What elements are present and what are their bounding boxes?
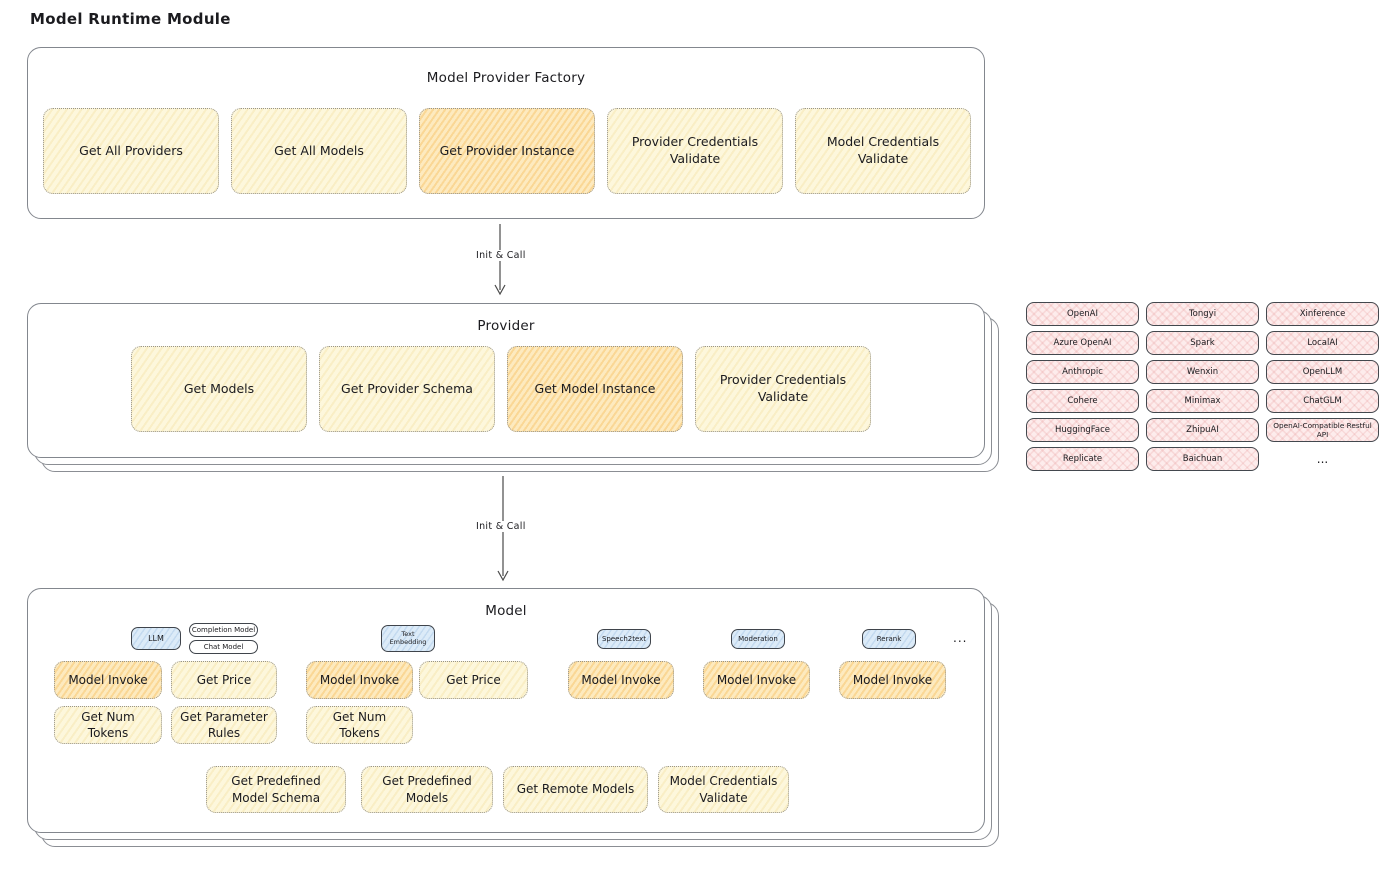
op-box-model-invoke-moderation: Model Invoke <box>703 661 810 699</box>
op-box-model-invoke-rerank: Model Invoke <box>839 661 946 699</box>
op-box-get-price-embedding: Get Price <box>419 661 528 699</box>
op-box-model-invoke-llm: Model Invoke <box>54 661 162 699</box>
provider-name-anthropic: Anthropic <box>1026 360 1139 384</box>
op-box-get-remote-models: Get Remote Models <box>503 766 648 813</box>
op-box-get-num-tokens-embedding: Get Num Tokens <box>306 706 413 744</box>
provider-name-openllm: OpenLLM <box>1266 360 1379 384</box>
provider-name-baichuan: Baichuan <box>1146 447 1259 471</box>
tag-moderation: Moderation <box>731 629 785 649</box>
op-box-get-all-models: Get All Models <box>231 108 407 194</box>
op-box-model-invoke-speech2text: Model Invoke <box>568 661 674 699</box>
tag-text-embedding: Text Embedding <box>381 625 435 652</box>
provider-name-xinference: Xinference <box>1266 302 1379 326</box>
op-box-model-credentials-validate-2: Model Credentials Validate <box>658 766 789 813</box>
provider-name-openai-compatible: OpenAI-Compatible Restful API <box>1266 418 1379 442</box>
model-panel-title: Model <box>485 603 527 619</box>
tag-llm: LLM <box>131 627 181 650</box>
provider-name-replicate: Replicate <box>1026 447 1139 471</box>
tag-completion-model: Completion Model <box>189 623 258 637</box>
page-title: Model Runtime Module <box>30 10 231 28</box>
op-box-get-models: Get Models <box>131 346 307 432</box>
provider-name-tongyi: Tongyi <box>1146 302 1259 326</box>
op-box-get-model-instance: Get Model Instance <box>507 346 683 432</box>
op-box-get-provider-instance: Get Provider Instance <box>419 108 595 194</box>
provider-names-more: ... <box>1316 452 1329 466</box>
tag-rerank: Rerank <box>862 629 916 649</box>
provider-name-huggingface: HuggingFace <box>1026 418 1139 442</box>
provider-name-zhipuai: ZhipuAI <box>1146 418 1259 442</box>
tag-speech2text: Speech2text <box>597 629 651 649</box>
op-box-get-predefined-models: Get Predefined Models <box>361 766 493 813</box>
provider-name-chatglm: ChatGLM <box>1266 389 1379 413</box>
model-tags-more: ... <box>953 631 968 645</box>
op-box-get-all-providers: Get All Providers <box>43 108 219 194</box>
op-box-provider-credentials-validate: Provider Credentials Validate <box>607 108 783 194</box>
factory-panel: Model Provider Factory Get All Providers… <box>27 47 985 219</box>
op-box-get-num-tokens-llm: Get Num Tokens <box>54 706 162 744</box>
provider-name-azure-openai: Azure OpenAI <box>1026 331 1139 355</box>
op-box-get-predefined-model-schema: Get Predefined Model Schema <box>206 766 346 813</box>
provider-name-cohere: Cohere <box>1026 389 1139 413</box>
provider-name-spark: Spark <box>1146 331 1259 355</box>
op-box-get-provider-schema: Get Provider Schema <box>319 346 495 432</box>
op-box-model-credentials-validate: Model Credentials Validate <box>795 108 971 194</box>
provider-panel: Provider Get Models Get Provider Schema … <box>27 303 985 458</box>
init-call-label-1: Init & Call <box>473 250 529 261</box>
provider-name-minimax: Minimax <box>1146 389 1259 413</box>
tag-chat-model: Chat Model <box>189 640 258 654</box>
provider-name-openai: OpenAI <box>1026 302 1139 326</box>
op-box-provider-credentials-validate-2: Provider Credentials Validate <box>695 346 871 432</box>
op-box-get-price-llm: Get Price <box>171 661 277 699</box>
op-box-model-invoke-embedding: Model Invoke <box>306 661 413 699</box>
factory-panel-title: Model Provider Factory <box>426 70 586 86</box>
init-call-label-2: Init & Call <box>473 521 529 532</box>
provider-name-localai: LocalAI <box>1266 331 1379 355</box>
provider-names-grid: OpenAI Tongyi Xinference Azure OpenAI Sp… <box>1026 302 1379 471</box>
provider-panel-title: Provider <box>477 318 535 334</box>
provider-name-wenxin: Wenxin <box>1146 360 1259 384</box>
model-panel: Model LLM Completion Model Chat Model Te… <box>27 588 985 833</box>
op-box-get-parameter-rules: Get Parameter Rules <box>171 706 277 744</box>
